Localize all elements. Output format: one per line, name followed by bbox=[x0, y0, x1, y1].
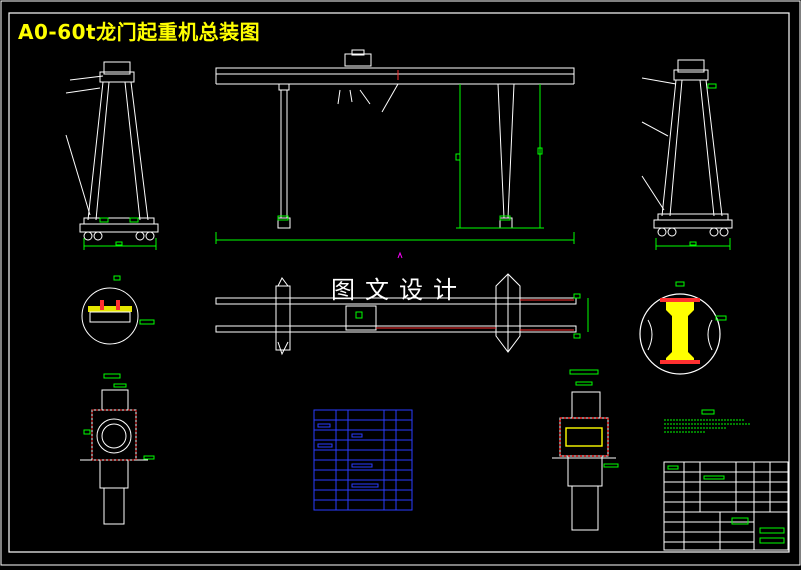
left-side-view bbox=[65, 61, 159, 241]
right-trolley-detail bbox=[639, 281, 727, 375]
plan-view-red-members bbox=[376, 299, 574, 331]
left-side-dimensions bbox=[83, 217, 157, 250]
plan-view bbox=[215, 273, 577, 356]
left-leg-section-weld bbox=[91, 409, 137, 461]
right-leg-section-insert bbox=[565, 427, 603, 447]
parts-list-table bbox=[313, 409, 413, 511]
technical-notes bbox=[664, 409, 750, 433]
watermark-text: 图文设计 bbox=[331, 276, 467, 304]
inner-frame bbox=[8, 12, 790, 553]
drawing-title: A0-60t龙门起重机总装图 bbox=[18, 20, 261, 44]
front-elevation bbox=[215, 49, 575, 229]
plan-view-dimensions bbox=[355, 293, 589, 339]
title-block-fields bbox=[667, 465, 785, 544]
center-mark bbox=[397, 251, 403, 259]
right-leg-section bbox=[552, 391, 616, 531]
right-leg-section-weld bbox=[559, 417, 609, 457]
right-side-dimensions bbox=[655, 83, 731, 250]
front-elevation-dimensions bbox=[215, 84, 575, 244]
right-side-view bbox=[641, 59, 733, 237]
left-wheel-detail bbox=[81, 275, 155, 345]
right-leg-section-dimensions bbox=[569, 369, 619, 468]
left-leg-section-dimensions bbox=[83, 373, 155, 460]
title-block bbox=[663, 461, 789, 551]
